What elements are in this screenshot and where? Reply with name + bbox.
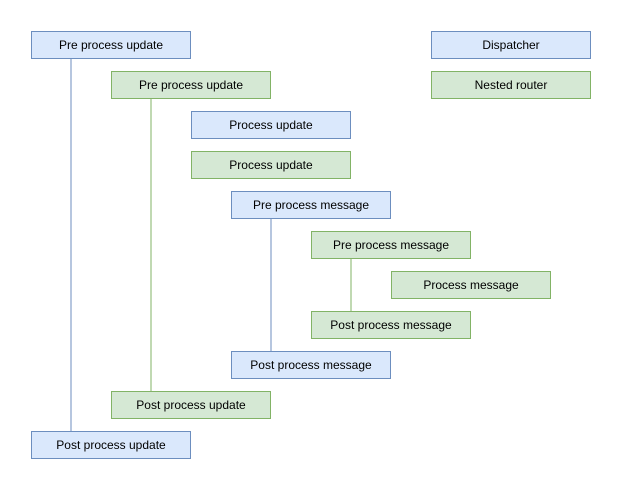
node-nested-router: Nested router xyxy=(431,71,591,99)
node-pre-process-message-inner: Pre process message xyxy=(311,231,471,259)
node-process-update-outer: Process update xyxy=(191,111,351,139)
node-label: Nested router xyxy=(474,78,548,92)
node-label: Pre process update xyxy=(58,38,164,52)
node-post-process-update-outer: Post process update xyxy=(31,431,191,459)
node-process-update-inner: Process update xyxy=(191,151,351,179)
node-label: Dispatcher xyxy=(482,38,540,52)
node-label: Post process message xyxy=(250,358,372,372)
node-pre-process-update-inner: Pre process update xyxy=(111,71,271,99)
node-dispatcher: Dispatcher xyxy=(431,31,591,59)
node-post-process-update-inner: Post process update xyxy=(111,391,271,419)
node-pre-process-message-outer: Pre process message xyxy=(231,191,391,219)
node-label: Process update xyxy=(229,118,313,132)
node-label: Post process message xyxy=(330,318,452,332)
node-label: Process update xyxy=(229,158,313,172)
node-label: Pre process message xyxy=(332,238,450,252)
node-post-process-message-inner: Post process message xyxy=(311,311,471,339)
node-label: Post process update xyxy=(136,398,246,412)
node-label: Pre process update xyxy=(138,78,244,92)
node-label: Post process update xyxy=(56,438,166,452)
node-label: Process message xyxy=(423,278,519,292)
node-process-message-inner: Process message xyxy=(391,271,551,299)
node-pre-process-update-outer: Pre process update xyxy=(31,31,191,59)
node-label: Pre process message xyxy=(252,198,370,212)
node-post-process-message-outer: Post process message xyxy=(231,351,391,379)
